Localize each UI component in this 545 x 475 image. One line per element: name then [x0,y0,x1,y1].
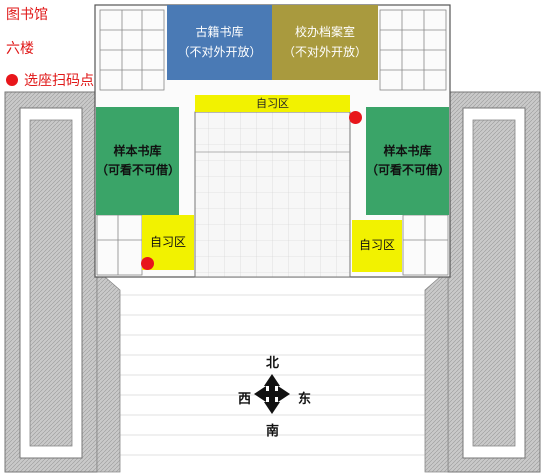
zone-ancient-books: 古籍书库 （不对外开放） [167,5,272,80]
legend-building-name: 图书馆 [6,7,48,23]
zone-sample-left-name: 样本书库 [113,143,162,158]
legend-scan-point-dot [6,74,18,86]
legend-scan-point-label: 选座扫码点 [24,73,94,89]
zone-ancient-books-note: （不对外开放） [177,44,262,59]
zone-archives-note: （不对外开放） [282,44,367,59]
zone-study-right: 自习区 [352,220,402,272]
scan-point-left-study [141,257,154,270]
zone-study-top-name: 自习区 [256,97,289,110]
zone-ancient-books-name: 古籍书库 [195,25,244,40]
compass-west: 西 [238,392,252,407]
zone-archives-name: 校办档案室 [294,25,355,40]
compass-south: 南 [266,424,280,439]
zone-study-right-name: 自习区 [358,238,395,253]
left-wing [4,91,121,473]
zone-sample-left-note: （可看不可借） [96,163,181,177]
zone-sample-library-left: 样本书库 （可看不可借） [96,107,181,215]
zone-sample-library-right: 样本书库 （可看不可借） [366,107,451,215]
scan-point-top-right [349,111,362,124]
zone-archives: 校办档案室 （不对外开放） [272,5,378,80]
zone-study-left-name: 自习区 [149,234,186,249]
zone-sample-right-note: （可看不可借） [366,163,451,177]
compass-east: 东 [298,392,312,407]
right-wing [424,91,541,473]
zone-sample-right-name: 样本书库 [383,143,432,158]
zone-study-top: 自习区 [195,95,350,112]
compass-north: 北 [266,356,280,371]
legend-floor: 六楼 [6,41,34,57]
